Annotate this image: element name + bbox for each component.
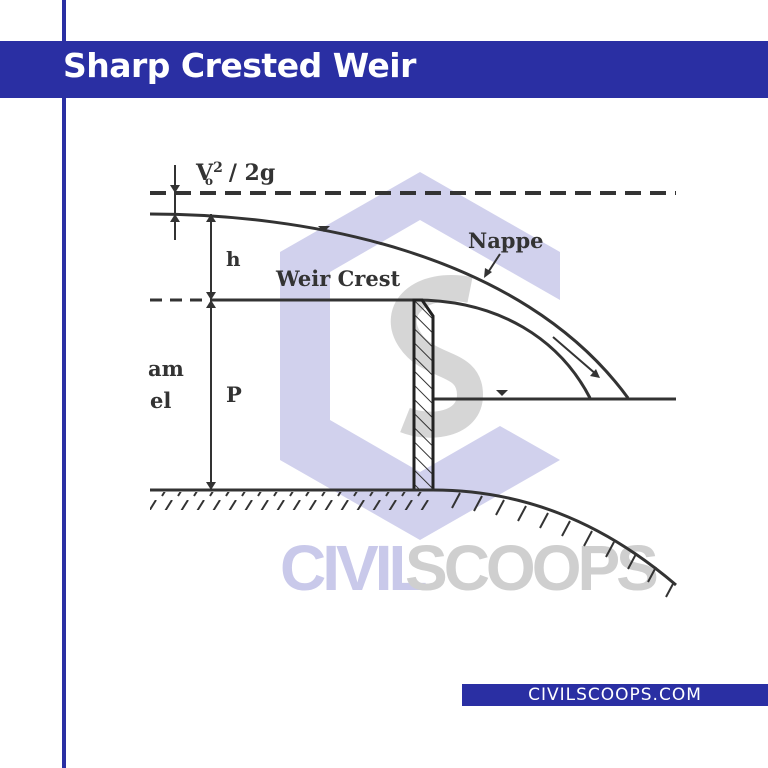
bed-hatching-curved (451, 492, 675, 598)
flow-arrow-head (590, 369, 600, 378)
footer-bar (462, 684, 768, 706)
upstream-label-partial-2: el (150, 388, 171, 413)
watermark-civil: CIVIL (280, 532, 426, 604)
flow-arrow (552, 336, 598, 376)
bed-hatching (150, 492, 433, 510)
tailwater-marker (496, 390, 508, 396)
channel-bed (150, 488, 677, 587)
velocity-subscript: o (205, 174, 213, 188)
velocity-head-label: V2/ 2g (195, 160, 275, 186)
lower-nappe (414, 298, 592, 399)
upper-nappe (149, 212, 630, 399)
weir-crest-label: Weir Crest (275, 266, 401, 291)
headwater-marker (318, 226, 330, 232)
head-label: h (226, 247, 241, 271)
watermark-logo (280, 172, 560, 540)
weir-plate (412, 298, 435, 492)
height-label: P (226, 382, 242, 407)
upstream-label-partial-1: am (148, 356, 184, 381)
nappe-label: Nappe (468, 228, 544, 253)
left-accent-line (62, 0, 66, 768)
page-title: Sharp Crested Weir (63, 46, 416, 85)
site-url: CIVILSCOOPS.COM (528, 685, 702, 705)
title-bar (0, 41, 768, 98)
